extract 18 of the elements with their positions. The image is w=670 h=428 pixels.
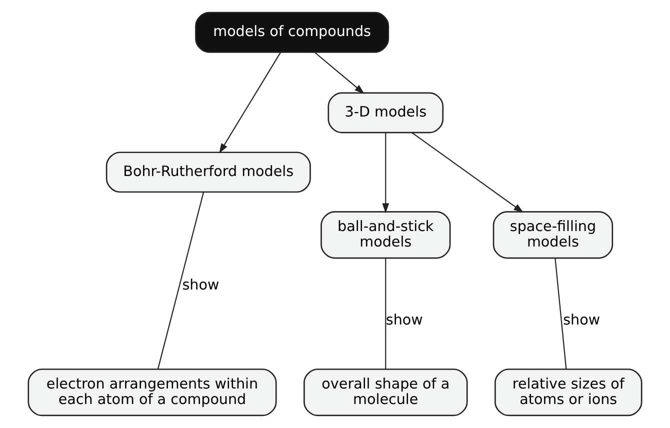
node-box: Bohr-Rutherford models <box>106 152 311 193</box>
edge-label: show <box>386 312 423 329</box>
connector <box>554 258 567 370</box>
edge-label: show <box>182 277 220 294</box>
node-box: space-filling models <box>492 211 614 259</box>
arrow <box>219 52 282 154</box>
arrow <box>382 132 390 214</box>
node-box: relative sizes of atoms or ions <box>494 368 642 416</box>
edge-label: show <box>563 312 600 329</box>
node-box: ball-and-stick models <box>320 211 451 259</box>
node-box: overall shape of a molecule <box>304 368 468 416</box>
connector <box>157 192 204 370</box>
node-box: models of compounds <box>195 12 390 53</box>
node-box: 3-D models <box>328 92 444 134</box>
arrow <box>411 132 524 213</box>
node-box: electron arrangements within each atom of a compound <box>28 368 277 416</box>
connector <box>385 258 386 370</box>
arrow <box>314 52 364 94</box>
